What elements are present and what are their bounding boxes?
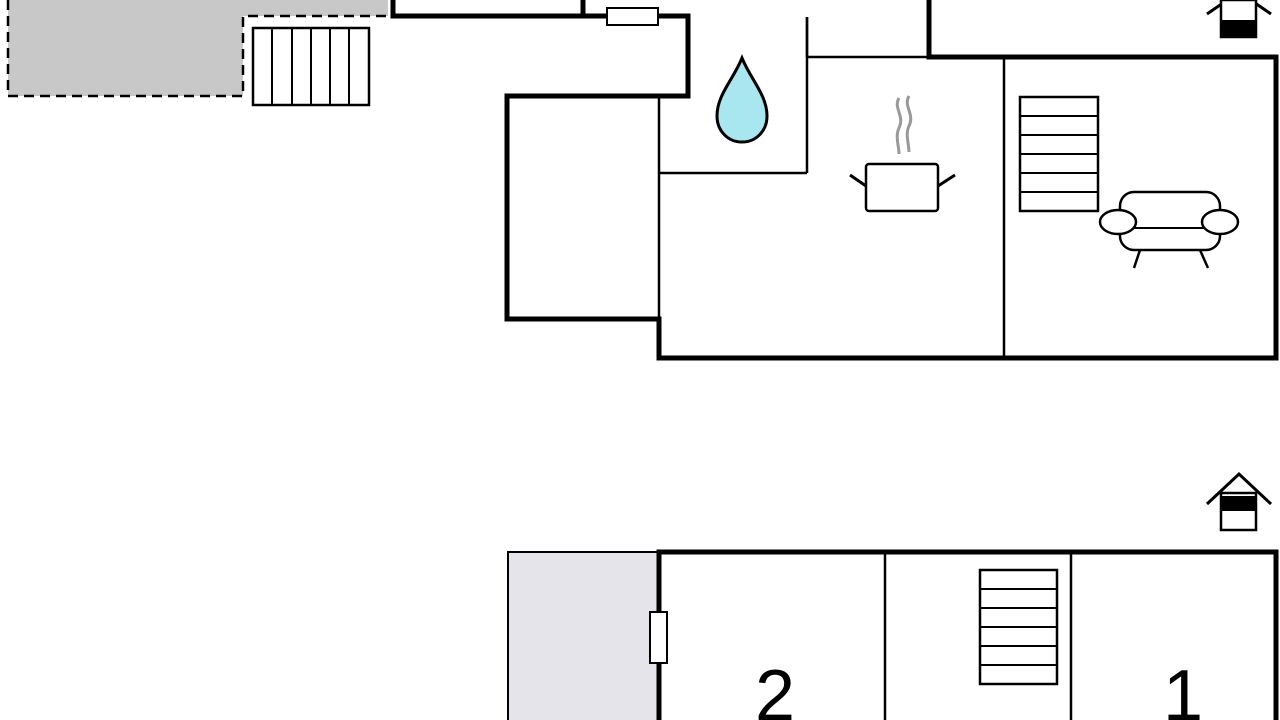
room-number-2: 2 <box>755 656 795 720</box>
terrace-area <box>6 0 388 98</box>
balcony-area <box>507 551 660 720</box>
room-number-1: 1 <box>1163 656 1203 720</box>
entrance-house-icon <box>1206 0 1272 39</box>
staircase-icon <box>1018 95 1100 213</box>
door-icon <box>649 611 668 664</box>
door-icon <box>606 7 659 26</box>
staircase-icon <box>978 568 1059 686</box>
ground-floor-walls <box>390 0 1279 361</box>
entrance-house-icon <box>1205 471 1273 532</box>
water-drop-icon <box>715 54 769 144</box>
cooking-pot-icon <box>849 95 956 213</box>
outdoor-steps-icon <box>251 26 371 107</box>
armchair-icon <box>1098 190 1240 269</box>
